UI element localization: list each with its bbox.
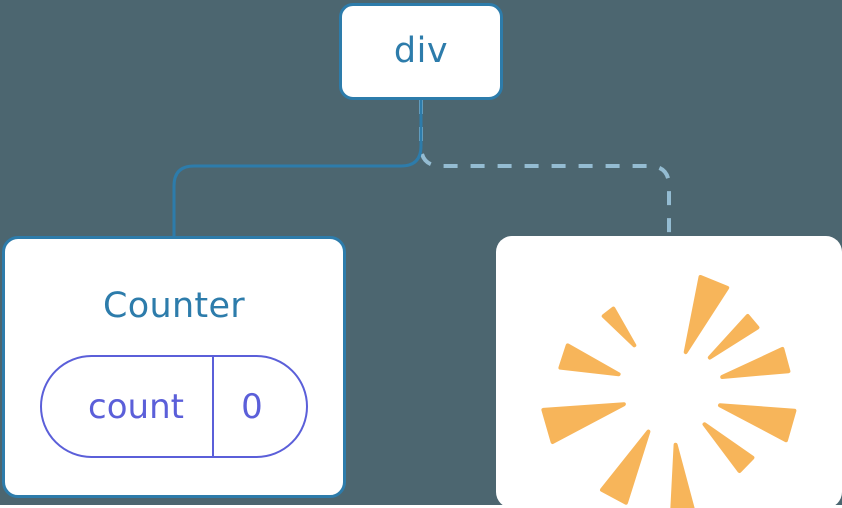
sparkle-ray-7 (600, 429, 651, 505)
sparkle-ray-9 (558, 343, 621, 377)
node-counter[interactable]: Counter count 0 (2, 236, 346, 498)
sparkle-ray-6 (670, 442, 695, 508)
sparkle-ray-2 (707, 314, 760, 360)
node-div[interactable]: div (339, 3, 503, 100)
node-sparkle[interactable] (496, 236, 842, 508)
sparkle-ray-8 (541, 402, 626, 444)
sparkle-burst-icon (541, 275, 797, 508)
connector-solid-to-counter (172, 100, 423, 236)
state-pill-key: count (42, 357, 214, 456)
sparkle-ray-1 (683, 275, 730, 355)
sparkle-ray-4 (718, 403, 797, 443)
node-div-label: div (393, 31, 449, 71)
sparkle-ray-3 (720, 347, 791, 379)
state-pill-value: 0 (241, 386, 263, 427)
sparkle-ray-10 (601, 306, 637, 348)
connector-dashed-to-sparkle (419, 100, 671, 236)
sparkle-ray-5 (702, 422, 755, 473)
state-pill-count[interactable]: count 0 (40, 355, 308, 458)
node-counter-label: Counter (103, 286, 245, 326)
